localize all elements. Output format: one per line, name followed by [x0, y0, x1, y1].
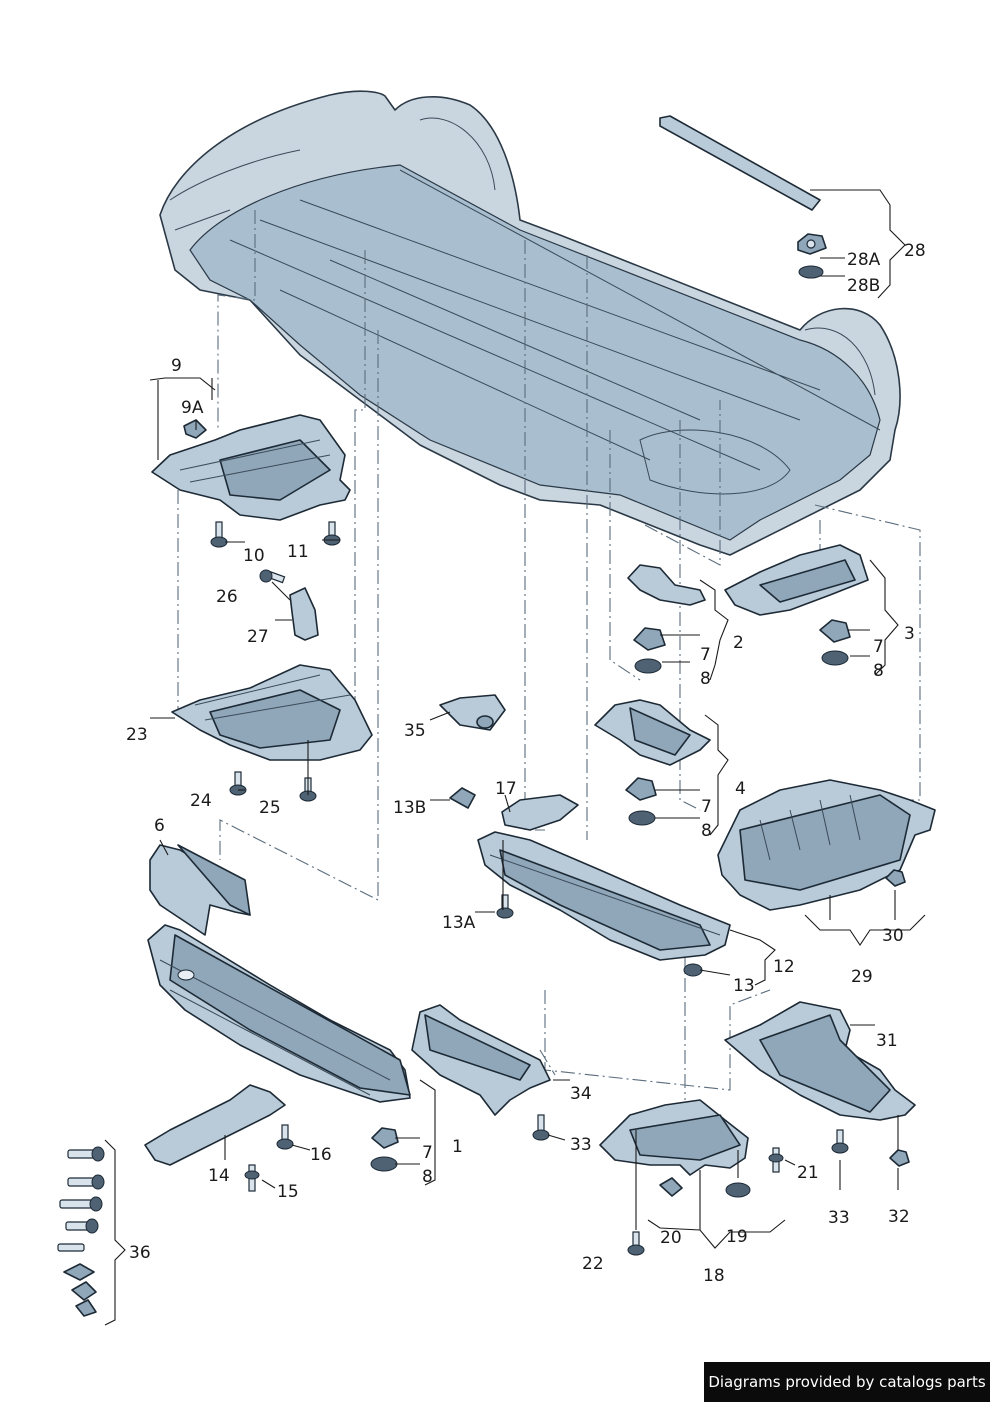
nut-8-part2	[634, 658, 662, 674]
retainer-7-part2	[633, 627, 666, 651]
label-12: 12	[773, 957, 795, 977]
bolt-33-left	[532, 1114, 550, 1141]
bolt-16	[276, 1124, 294, 1150]
bolt-33-right	[831, 1129, 849, 1154]
label-2: 2	[733, 633, 744, 653]
nut-30	[885, 869, 906, 887]
label-25: 25	[259, 798, 281, 818]
label-28A: 28A	[847, 250, 881, 270]
label-1: 1	[452, 1137, 463, 1157]
bracket-27	[289, 587, 319, 641]
label-30: 30	[882, 926, 904, 946]
label-20: 20	[660, 1228, 682, 1248]
label-19: 19	[726, 1227, 748, 1247]
label-8-part4: 8	[701, 821, 712, 841]
label-21: 21	[797, 1163, 819, 1183]
clip-9A	[183, 419, 207, 439]
label-34: 34	[570, 1084, 592, 1104]
label-7-part4: 7	[701, 797, 712, 817]
label-35: 35	[404, 721, 426, 741]
nut-32	[889, 1149, 910, 1167]
bolt-10	[210, 521, 228, 548]
nut-8-part1	[370, 1156, 398, 1172]
panel-18	[599, 1099, 749, 1176]
part-35	[439, 694, 506, 731]
label-17: 17	[495, 779, 517, 799]
bolt-22	[627, 1231, 645, 1256]
label-23: 23	[126, 725, 148, 745]
label-24: 24	[190, 791, 212, 811]
label-9: 9	[171, 356, 182, 376]
label-9A: 9A	[181, 398, 204, 418]
label-18: 18	[703, 1266, 725, 1286]
label-32: 32	[888, 1207, 910, 1227]
label-31: 31	[876, 1031, 898, 1051]
label-29: 29	[851, 967, 873, 987]
label-33-left: 33	[570, 1135, 592, 1155]
label-13A: 13A	[442, 913, 476, 933]
label-14: 14	[208, 1166, 230, 1186]
bolt-24	[229, 771, 247, 796]
fastener-set-36	[57, 1146, 105, 1317]
side-panel-1	[147, 924, 411, 1103]
bracket-2	[627, 564, 706, 606]
retainer-7-part4	[625, 777, 657, 801]
label-28B: 28B	[847, 276, 880, 296]
retainer-7-part3	[819, 619, 851, 643]
cover-29	[717, 779, 936, 911]
tunnel-panel-12	[477, 831, 731, 961]
label-11: 11	[287, 542, 309, 562]
vehicle-underbody	[159, 90, 901, 556]
label-16: 16	[310, 1145, 332, 1165]
bolt-13A	[496, 894, 514, 919]
label-28: 28	[904, 241, 926, 261]
shield-23	[171, 664, 373, 761]
label-27: 27	[247, 627, 269, 647]
label-8-part2: 8	[700, 669, 711, 689]
label-22: 22	[582, 1254, 604, 1274]
retainer-7-part1	[371, 1127, 399, 1149]
nut-13	[683, 963, 703, 977]
label-26: 26	[216, 587, 238, 607]
bracket-4	[594, 699, 711, 766]
label-33-right: 33	[828, 1208, 850, 1228]
bracket-14	[144, 1084, 286, 1166]
leader-lines	[104, 189, 926, 1326]
label-3: 3	[904, 624, 915, 644]
stud-21	[768, 1147, 784, 1173]
clip-13B	[449, 787, 476, 809]
pin-15	[244, 1164, 260, 1192]
nut-8-part4	[628, 810, 656, 826]
part-labels: 28 28A 28B 9 9A 10 11 26 27 23 24 25 6 3…	[126, 241, 926, 1286]
panel-3	[724, 544, 869, 616]
panel-17	[501, 794, 579, 831]
shield-9	[151, 414, 351, 521]
watermark-banner: Diagrams provided by catalogs parts	[704, 1362, 990, 1402]
bolt-11	[323, 521, 341, 546]
clip-20	[659, 1177, 683, 1197]
label-7-part2: 7	[700, 645, 711, 665]
bracket-28A	[797, 233, 827, 255]
label-36: 36	[129, 1243, 151, 1263]
label-13B: 13B	[393, 798, 426, 818]
channel-part	[411, 1004, 551, 1116]
label-7-part1: 7	[422, 1143, 433, 1163]
label-8-part3: 8	[873, 661, 884, 681]
label-7-part3: 7	[873, 637, 884, 657]
bolt-26	[259, 569, 286, 584]
rear-panel-31	[724, 1001, 916, 1121]
label-13: 13	[733, 976, 755, 996]
label-6: 6	[154, 816, 165, 836]
nut-28B	[798, 265, 824, 279]
label-8-part1: 8	[422, 1167, 433, 1187]
nut-8-part3	[821, 650, 849, 666]
label-10: 10	[243, 546, 265, 566]
label-4: 4	[735, 779, 746, 799]
label-15: 15	[277, 1182, 299, 1202]
nut-19	[725, 1182, 751, 1198]
panel-6	[149, 844, 251, 936]
